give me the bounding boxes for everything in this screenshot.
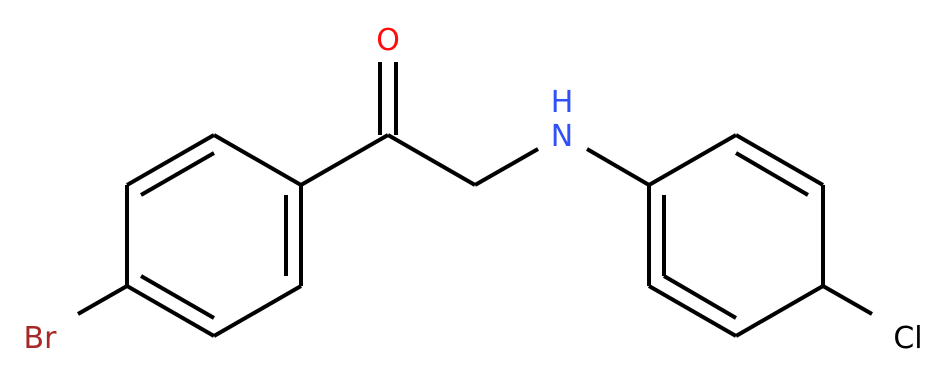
bond	[387, 133, 476, 187]
bond	[662, 274, 738, 320]
bond	[213, 133, 302, 187]
bond	[140, 274, 215, 320]
chlorine-label: Cl	[893, 321, 922, 356]
bond	[648, 284, 737, 338]
bond	[474, 147, 539, 187]
oxygen-label: O	[376, 23, 400, 58]
bond	[126, 284, 215, 338]
nitrogen-hydrogen-label: H	[551, 85, 574, 120]
nitrogen-label: N	[551, 119, 573, 154]
bond	[735, 133, 824, 187]
bond	[140, 151, 215, 197]
bond	[213, 284, 302, 338]
bond	[300, 133, 389, 187]
bond	[822, 284, 873, 316]
bromine-label: Br	[24, 321, 58, 356]
bonds	[77, 62, 873, 338]
bond	[585, 147, 651, 187]
atom-labels: O H N Br Cl	[24, 23, 923, 356]
bond	[734, 151, 810, 197]
bond	[77, 284, 128, 316]
bond	[126, 133, 215, 187]
bond	[648, 133, 737, 187]
bond	[735, 284, 824, 338]
